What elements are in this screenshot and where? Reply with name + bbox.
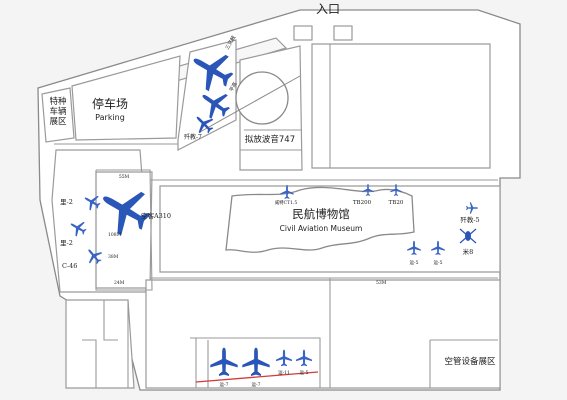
special-vehicles-label-2: 车辆	[49, 106, 67, 117]
bottom-label-b: 运-7	[252, 381, 261, 388]
tb20-label: TB20	[389, 200, 404, 206]
li2-label-b: 里-2	[60, 239, 73, 247]
distance-label-108: 108M	[108, 232, 122, 238]
parking-label-en: Parking	[95, 113, 125, 122]
distance-label-55: 55M	[119, 174, 130, 180]
bottom-label-c: 运-11	[278, 369, 290, 376]
small-label-a: 运-5	[410, 259, 419, 266]
c46-label: C-46	[62, 262, 77, 270]
atc-area-label: 空管设备展区	[444, 356, 496, 367]
j7-label: 歼教-7	[184, 133, 202, 141]
pingao-label: 平高	[228, 81, 239, 93]
bottom-label-a: 运-7	[220, 381, 229, 388]
small-label-b: 运-5	[434, 259, 443, 266]
a310-label: 空客A310	[141, 211, 171, 220]
tb200-label: TB200	[353, 200, 372, 206]
mi8-label: 米8	[463, 247, 474, 256]
museum-label-en: Civil Aviation Museum	[280, 224, 363, 233]
tarmac-line	[195, 371, 319, 383]
special-vehicles-label-1: 特种	[49, 96, 66, 107]
b747-label: 拟放波音747	[245, 134, 295, 145]
roundabout-road	[199, 75, 301, 133]
li2-label-a: 里-2	[60, 198, 73, 206]
distance-label-53: 53M	[376, 280, 387, 286]
distance-label-38: 38M	[108, 254, 119, 260]
road-lines	[54, 44, 498, 388]
entrance-label: 入口	[316, 2, 340, 16]
museum-building	[225, 186, 415, 253]
bottom-label-d: 运-5	[300, 369, 309, 376]
roundabout	[235, 71, 289, 125]
museum-label-cn: 民航博物馆	[292, 207, 350, 221]
parking-label-cn: 停车场	[92, 96, 128, 111]
mi8-helicopter-icon[interactable]	[459, 228, 477, 244]
kaijiao5-label: 歼教-5	[460, 215, 479, 224]
distance-label-24: 24M	[114, 280, 125, 286]
weiru-label: 威特CT1.5	[275, 199, 298, 206]
special-vehicles-label-3: 展区	[49, 117, 67, 127]
